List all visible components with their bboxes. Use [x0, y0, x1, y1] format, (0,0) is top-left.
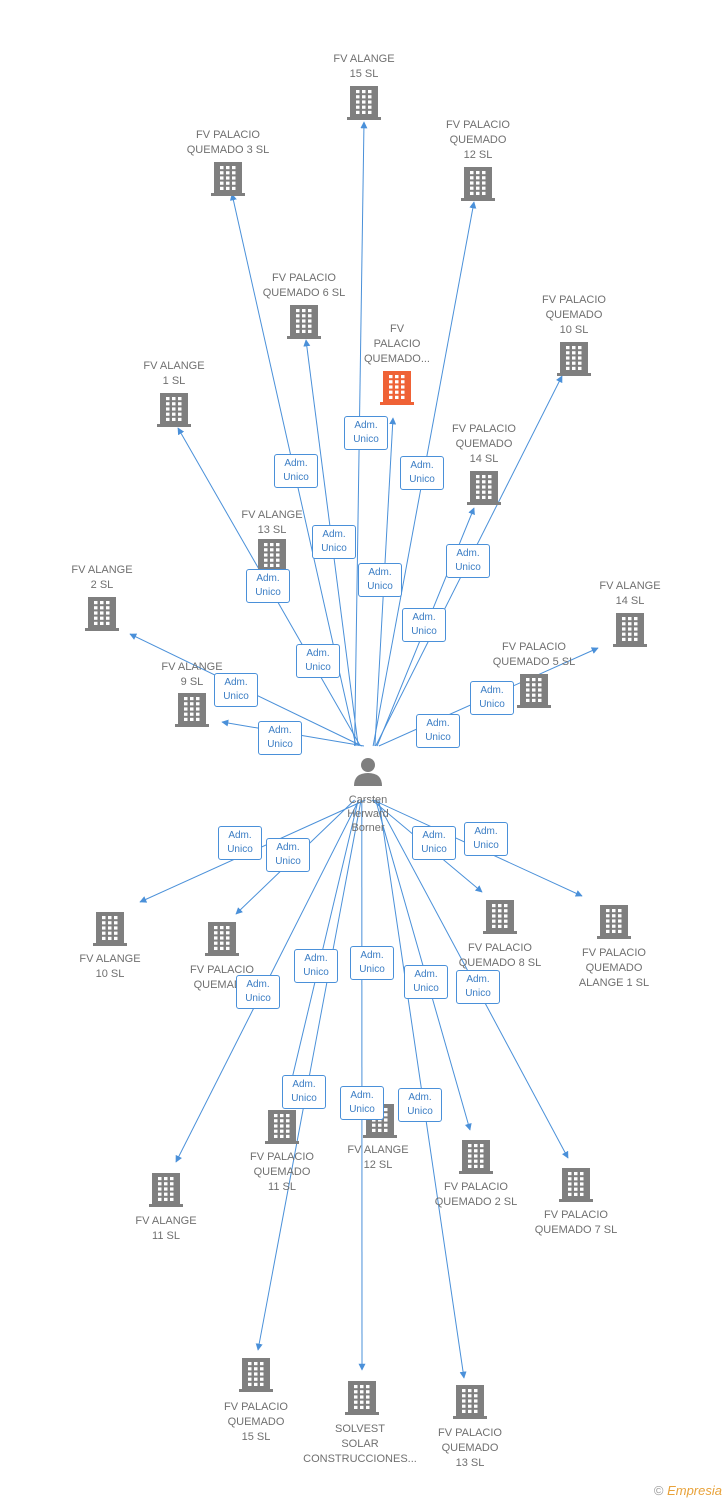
building-icon[interactable] [239, 1358, 273, 1392]
building-icon[interactable] [345, 1381, 379, 1415]
building-icon[interactable] [157, 393, 191, 427]
role-badge-pqx: Adm. Unico [358, 563, 402, 597]
role-badge-solvest: Adm. Unico [340, 1086, 384, 1120]
footer-brand: © Empresia [654, 1483, 722, 1498]
role-badge-alange14: Adm. Unico [470, 681, 514, 715]
building-icon[interactable] [467, 471, 501, 505]
building-icon[interactable] [559, 1168, 593, 1202]
company-label-pq8[interactable]: FV PALACIO QUEMADO 8 SL [458, 942, 542, 969]
company-label-pq7[interactable]: FV PALACIO QUEMADO 7 SL [534, 1209, 618, 1236]
role-badge-alange11: Adm. Unico [236, 975, 280, 1009]
company-label-alange15[interactable]: FV ALANGE 15 SL [333, 53, 395, 80]
company-label-pqx[interactable]: FV PALACIO QUEMADO... [363, 323, 430, 365]
person-name-label[interactable]: Carsten Herward Borner [347, 794, 389, 834]
company-label-pq13[interactable]: FV PALACIO QUEMADO 13 SL [438, 1427, 502, 1469]
building-icon[interactable] [597, 905, 631, 939]
building-icon[interactable] [461, 167, 495, 201]
empresia-logo: Empresia [667, 1483, 722, 1498]
building-icon[interactable] [255, 539, 289, 573]
role-badge-pq6: Adm. Unico [312, 525, 356, 559]
role-badge-pq7: Adm. Unico [456, 970, 500, 1004]
role-badge-pq11: Adm. Unico [294, 949, 338, 983]
building-icon[interactable] [517, 674, 551, 708]
building-icon[interactable] [211, 162, 245, 196]
copyright-symbol: © [653, 1483, 664, 1498]
company-label-alange1[interactable]: FV ALANGE 1 SL [143, 360, 205, 387]
role-badge-alange10: Adm. Unico [218, 826, 262, 860]
company-label-alange14[interactable]: FV ALANGE 14 SL [599, 580, 661, 607]
company-label-alange10[interactable]: FV ALANGE 10 SL [79, 953, 141, 980]
role-badge-pq8: Adm. Unico [412, 826, 456, 860]
building-icon[interactable] [265, 1110, 299, 1144]
building-icon[interactable] [613, 613, 647, 647]
building-icon[interactable] [149, 1173, 183, 1207]
company-label-pq6[interactable]: FV PALACIO QUEMADO 6 SL [262, 272, 346, 299]
role-badge-alange13: Adm. Unico [296, 644, 340, 678]
company-label-pq11[interactable]: FV PALACIO QUEMADO 11 SL [250, 1151, 314, 1193]
company-label-alange13[interactable]: FV ALANGE 13 SL [241, 509, 303, 536]
role-badge-pq5: Adm. Unico [416, 714, 460, 748]
building-icon[interactable] [380, 371, 414, 405]
company-label-solvest[interactable]: SOLVEST SOLAR CONSTRUCCIONES... [303, 1423, 417, 1465]
company-label-alange12[interactable]: FV ALANGE 12 SL [347, 1144, 409, 1171]
building-icon[interactable] [459, 1140, 493, 1174]
person-icon[interactable] [354, 758, 382, 786]
company-label-alange11[interactable]: FV ALANGE 11 SL [135, 1215, 197, 1242]
building-icon[interactable] [175, 693, 209, 727]
role-badge-pqy: Adm. Unico [266, 838, 310, 872]
building-icon[interactable] [287, 305, 321, 339]
role-badge-alange15: Adm. Unico [344, 416, 388, 450]
role-badge-alange1: Adm. Unico [246, 569, 290, 603]
company-label-pq14[interactable]: FV PALACIO QUEMADO 14 SL [452, 423, 516, 465]
company-label-pq5[interactable]: FV PALACIO QUEMADO 5 SL [492, 641, 576, 668]
company-label-pq2[interactable]: FV PALACIO QUEMADO 2 SL [434, 1181, 518, 1208]
building-icon[interactable] [347, 86, 381, 120]
role-badge-pq2: Adm. Unico [404, 965, 448, 999]
building-icon[interactable] [557, 342, 591, 376]
role-badge-alange2: Adm. Unico [214, 673, 258, 707]
role-badge-pqalange1: Adm. Unico [464, 822, 508, 856]
building-icon[interactable] [93, 912, 127, 946]
company-label-alange9[interactable]: FV ALANGE 9 SL [161, 661, 223, 688]
company-label-alange2[interactable]: FV ALANGE 2 SL [71, 564, 133, 591]
role-badge-pq3: Adm. Unico [274, 454, 318, 488]
role-badge-pq10: Adm. Unico [446, 544, 490, 578]
company-label-pq3[interactable]: FV PALACIO QUEMADO 3 SL [186, 129, 270, 156]
building-icon[interactable] [85, 597, 119, 631]
role-badge-pq13: Adm. Unico [398, 1088, 442, 1122]
building-icon[interactable] [453, 1385, 487, 1419]
role-badge-pq15: Adm. Unico [282, 1075, 326, 1109]
role-badge-alange9: Adm. Unico [258, 721, 302, 755]
building-icon[interactable] [483, 900, 517, 934]
role-badge-pq12: Adm. Unico [400, 456, 444, 490]
role-badge-pq14: Adm. Unico [402, 608, 446, 642]
company-label-pq12[interactable]: FV PALACIO QUEMADO 12 SL [446, 119, 510, 161]
role-badge-alange12: Adm. Unico [350, 946, 394, 980]
company-label-pq10[interactable]: FV PALACIO QUEMADO 10 SL [542, 294, 606, 336]
company-label-pq15[interactable]: FV PALACIO QUEMADO 15 SL [224, 1401, 288, 1443]
building-icon[interactable] [205, 922, 239, 956]
company-label-pqalange1[interactable]: FV PALACIO QUEMADO ALANGE 1 SL [578, 947, 650, 989]
